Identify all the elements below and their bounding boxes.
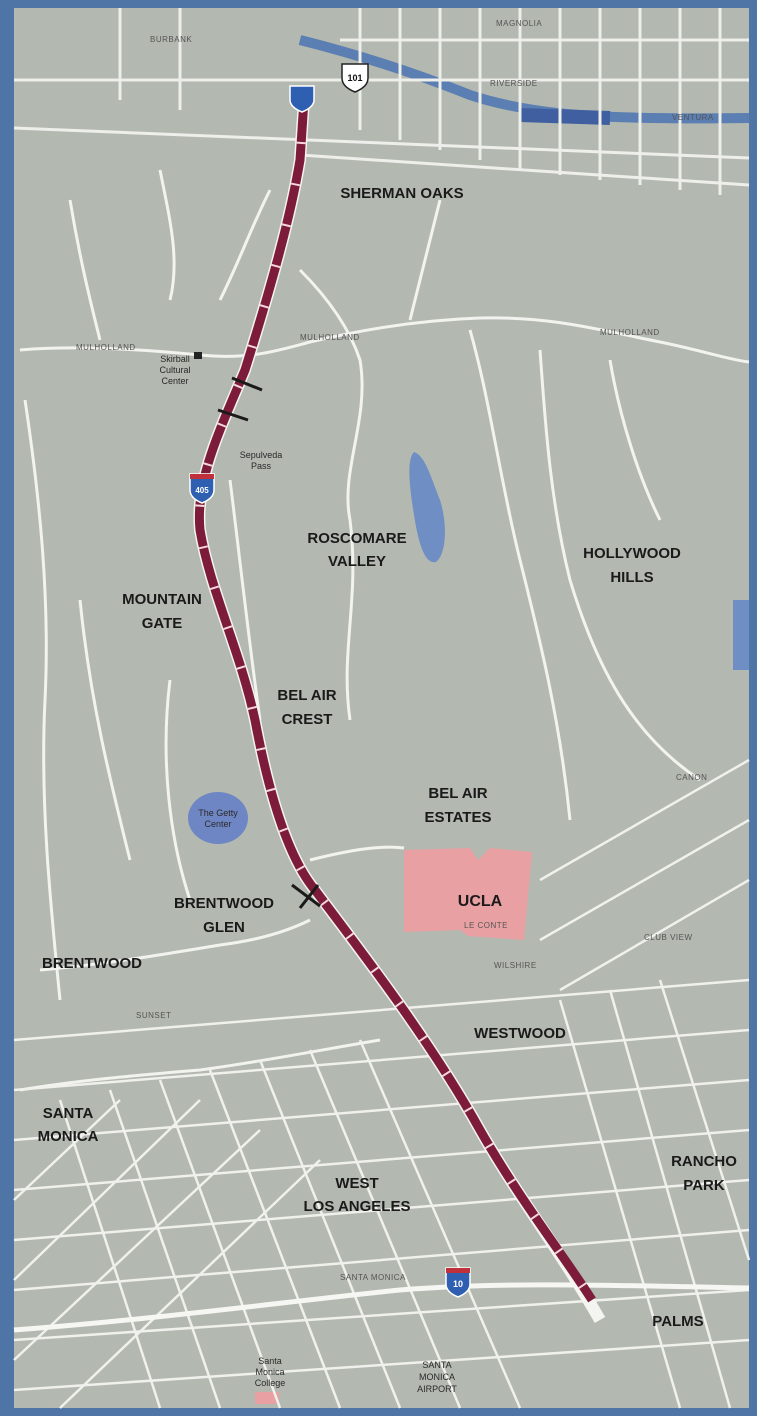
- road-label-magnolia: MAGNOLIA: [496, 19, 542, 28]
- label-airport-2: MONICA: [419, 1372, 455, 1382]
- label-rancho-park-1: RANCHO: [671, 1153, 737, 1170]
- right-water: [733, 600, 749, 670]
- label-westwood: WESTWOOD: [474, 1025, 566, 1042]
- road-label-santa-monica: SANTA MONICA: [340, 1273, 406, 1282]
- label-west-la-1: WEST: [335, 1175, 378, 1192]
- label-smc-3: College: [255, 1378, 286, 1388]
- river-segment: [519, 108, 611, 125]
- hill-roads: [19, 169, 750, 1092]
- label-sherman-oaks: SHERMAN OAKS: [340, 185, 463, 202]
- label-palms: PALMS: [652, 1313, 703, 1330]
- road-label-burbank: BURBANK: [150, 35, 192, 44]
- flatland-grid: [13, 758, 751, 1409]
- valley-grid: [13, 8, 750, 195]
- ucla-campus: [404, 848, 532, 940]
- label-hollywood-1: HOLLYWOOD: [583, 545, 681, 562]
- label-sepulveda-1: Sepulveda: [240, 450, 283, 460]
- label-hollywood-2: HILLS: [610, 569, 653, 586]
- road-label-mulholland-c: MULHOLLAND: [300, 333, 360, 342]
- label-brentwood-glen-1: BRENTWOOD: [174, 895, 274, 912]
- road-label-mulholland-e: MULHOLLAND: [600, 328, 660, 337]
- road-label-canon: CANON: [676, 773, 707, 782]
- getty-center-area: [188, 792, 248, 844]
- label-bel-air-estates-1: BEL AIR: [428, 785, 487, 802]
- road-label-mulholland-w: MULHOLLAND: [76, 343, 136, 352]
- label-santa-monica-1: SANTA: [43, 1105, 94, 1122]
- road-label-sunset: SUNSET: [136, 1011, 171, 1020]
- label-roscomare-1: ROSCOMARE: [307, 530, 406, 547]
- label-mountain-gate-2: GATE: [142, 615, 183, 632]
- road-label-le-conte: LE CONTE: [464, 921, 508, 930]
- label-skirball-3: Center: [161, 376, 188, 386]
- bridge-markers: [217, 376, 321, 909]
- i405-label: 405: [195, 486, 209, 495]
- i405-shield: 405: [189, 473, 215, 504]
- i405-shield-north: [289, 85, 315, 113]
- label-roscomare-2: VALLEY: [328, 553, 386, 570]
- label-mountain-gate-1: MOUNTAIN: [122, 591, 202, 608]
- label-santa-monica-2: MONICA: [38, 1128, 99, 1145]
- project-route: [194, 99, 596, 1303]
- label-ucla: UCLA: [458, 893, 503, 910]
- label-sepulveda-2: Pass: [251, 461, 272, 471]
- road-label-riverside: RIVERSIDE: [490, 79, 538, 88]
- label-rancho-park-2: PARK: [683, 1177, 725, 1194]
- label-brentwood: BRENTWOOD: [42, 955, 142, 972]
- label-smc-1: Santa: [258, 1356, 282, 1366]
- label-bel-air-crest-1: BEL AIR: [277, 687, 336, 704]
- i10-label: 10: [453, 1279, 463, 1289]
- us101-label: 101: [347, 73, 362, 83]
- road-label-ventura: VENTURA: [672, 113, 714, 122]
- road-label-wilshire: WILSHIRE: [494, 961, 537, 970]
- label-west-la-2: LOS ANGELES: [304, 1198, 411, 1215]
- smc-area: [255, 1392, 279, 1404]
- skirball-icon: [194, 352, 202, 359]
- label-skirball-2: Cultural: [159, 365, 190, 375]
- us101-shield: 101: [341, 63, 369, 93]
- stone-canyon-reservoir: [409, 452, 445, 563]
- label-bel-air-estates-2: ESTATES: [425, 809, 492, 826]
- label-skirball-1: Skirball: [160, 354, 190, 364]
- label-brentwood-glen-2: GLEN: [203, 919, 245, 936]
- road-label-club-view: CLUB VIEW: [644, 933, 693, 942]
- label-bel-air-crest-2: CREST: [282, 711, 333, 728]
- i10-shield: 10: [445, 1267, 471, 1298]
- label-getty-1: The Getty: [198, 808, 238, 818]
- label-airport-1: SANTA: [422, 1360, 451, 1370]
- label-smc-2: Monica: [255, 1367, 284, 1377]
- label-airport-3: AIRPORT: [417, 1384, 457, 1394]
- i10-freeway: [13, 1282, 750, 1333]
- label-getty-2: Center: [204, 819, 231, 829]
